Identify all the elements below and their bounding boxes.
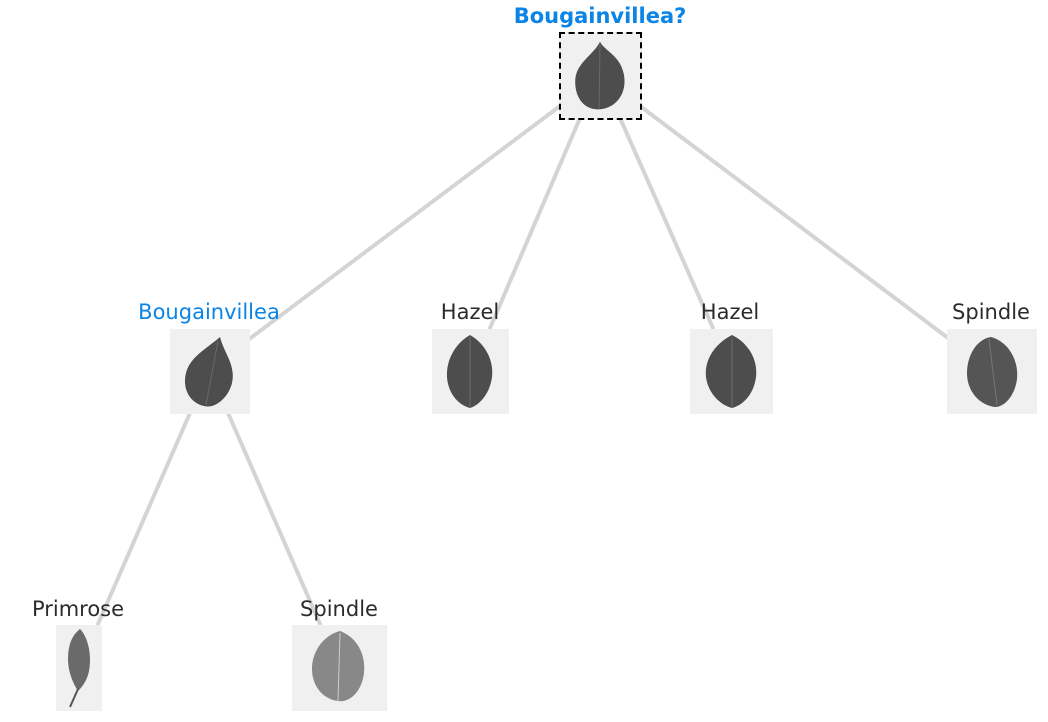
node-label-spindle-1: Spindle — [952, 300, 1030, 324]
root-node-thumbnail[interactable] — [559, 32, 642, 120]
root-node-label: Bougainvillea? — [513, 4, 687, 28]
node-thumbnail-hazel-1[interactable] — [432, 329, 509, 414]
node-label-primrose: Primrose — [31, 597, 125, 621]
node-label-hazel-1: Hazel — [440, 300, 500, 324]
leaf-oval-icon — [967, 337, 1018, 407]
leaf-broad-icon — [184, 337, 233, 407]
node-label-bougainvillea: Bougainvillea — [138, 300, 280, 324]
node-label-hazel-2: Hazel — [700, 300, 760, 324]
edge-root-spindle — [638, 104, 950, 340]
leaf-oval-icon — [312, 631, 365, 702]
edge-root-hazel-1 — [488, 116, 582, 330]
edge-root-bougainvillea — [246, 104, 562, 342]
node-label-spindle-2: Spindle — [300, 597, 378, 621]
edge-bougainvillea-spindle — [226, 411, 322, 626]
edge-root-hazel-2 — [618, 116, 715, 330]
leaf-oval-icon — [705, 335, 757, 408]
node-thumbnail-hazel-2[interactable] — [690, 329, 773, 414]
node-thumbnail-spindle-2[interactable] — [292, 625, 387, 711]
node-thumbnail-spindle-1[interactable] — [947, 329, 1037, 414]
node-thumbnail-bougainvillea[interactable] — [170, 329, 250, 414]
edge-bougainvillea-primrose — [96, 411, 192, 626]
leaf-narrow-icon — [68, 629, 90, 708]
node-thumbnail-primrose[interactable] — [56, 625, 102, 711]
leaf-oval-icon — [446, 335, 493, 408]
leaf-broad-icon — [575, 41, 625, 110]
